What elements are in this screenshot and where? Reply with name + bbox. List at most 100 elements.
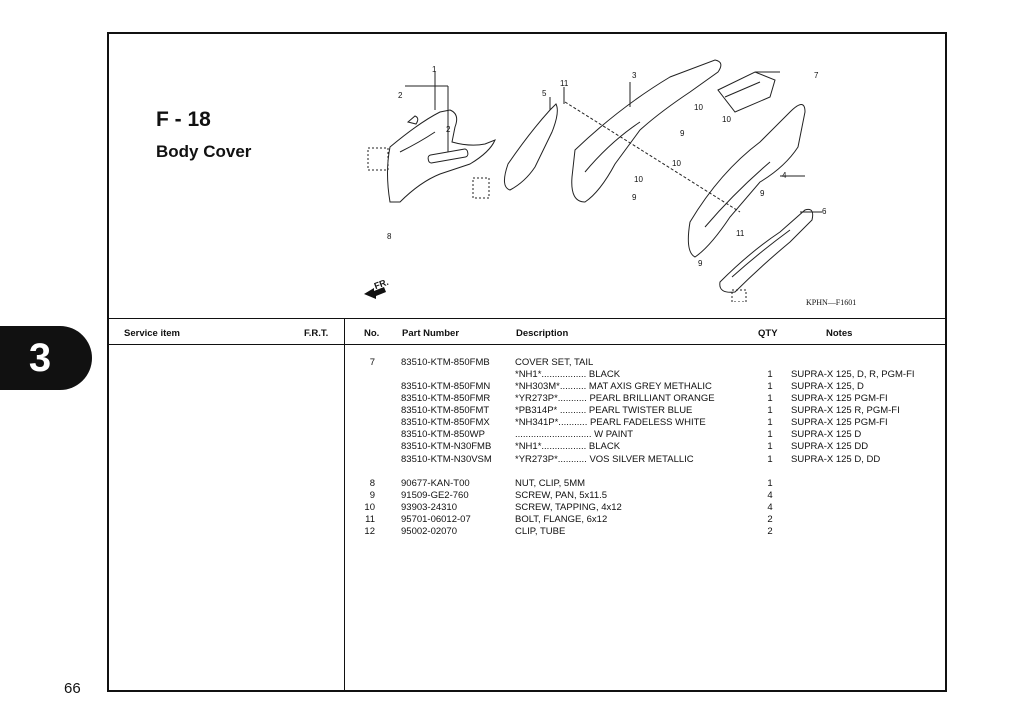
part-description: NUT, CLIP, 5MM (515, 478, 586, 489)
part-description: BOLT, FLANGE, 6x12 (515, 514, 608, 525)
front-arrow-icon (364, 287, 386, 299)
col-frt: F.R.T. (304, 328, 329, 339)
part-qty: 1 (767, 393, 773, 404)
part-qty: 4 (767, 502, 773, 513)
part-qty: 1 (767, 405, 773, 416)
callout-9b: 9 (632, 193, 637, 202)
part-description: *NH1*................. BLACK (515, 369, 621, 380)
part-qty: 1 (767, 441, 773, 452)
part-notes: SUPRA-X 125, D, R, PGM-FI (791, 369, 915, 380)
table-row: 9 91509-GE2-760 SCREW, PAN, 5x11.5 4 (345, 490, 945, 502)
part-description: SCREW, PAN, 5x11.5 (515, 490, 608, 501)
part-description: *YR273P*........... VOS SILVER METALLIC (515, 454, 694, 465)
row-number: 10 (364, 502, 375, 513)
part-number: 95701-06012-07 (401, 514, 471, 525)
table-row: 83510-KTM-850FMT *PB314P* .......... PEAR… (345, 405, 945, 417)
callout-10d: 10 (672, 159, 681, 168)
part-number: 83510-KTM-850FMB (401, 357, 490, 368)
table-row: 8 90677-KAN-T00 NUT, CLIP, 5MM 1 (345, 478, 945, 490)
table-row: 83510-KTM-N30FMB *NH1*................. B… (345, 441, 945, 453)
callout-8: 8 (387, 232, 392, 241)
part-qty: 1 (767, 381, 773, 392)
exploded-parts-diagram: 1 2 2 3 4 5 6 7 8 9 9 9 9 10 10 10 10 11… (364, 59, 827, 302)
row-number: 11 (365, 514, 375, 525)
part-notes: SUPRA-X 125 R, PGM-FI (791, 405, 900, 416)
part-number: 91509-GE2-760 (401, 490, 469, 501)
part-description: *YR273P*........... PEARL BRILLIANT ORAN… (515, 393, 715, 404)
callout-9c: 9 (760, 189, 765, 198)
part-number: 83510-KTM-N30VSM (401, 454, 492, 465)
callout-10c: 10 (634, 175, 643, 184)
part-description: *NH303M*.......... MAT AXIS GREY METHALI… (515, 381, 712, 392)
part-description: ............................. W PAINT (515, 429, 634, 440)
part-description: *NH1*................. BLACK (515, 441, 621, 452)
part-qty: 1 (767, 369, 773, 380)
section-code: F - 18 (156, 108, 211, 131)
callout-11b: 11 (736, 229, 745, 238)
part-number: 83510-KTM-850FMN (401, 381, 491, 392)
part-number: 93903-24310 (401, 502, 457, 513)
part-description: *PB314P* .......... PEARL TWISTER BLUE (515, 405, 693, 416)
table-row: 83510-KTM-850FMN *NH303M*.......... MAT A… (345, 381, 945, 393)
part-description: CLIP, TUBE (515, 526, 566, 537)
table-row: *NH1*................. BLACK 1 SUPRA-X 125… (345, 369, 945, 381)
table-row: 83510-KTM-N30VSM *YR273P*........... VOS … (345, 454, 945, 466)
callout-6: 6 (822, 207, 827, 216)
part-qty: 1 (767, 429, 773, 440)
page-frame (107, 32, 947, 692)
callout-11a: 11 (560, 79, 569, 88)
table-row: 10 93903-24310 SCREW, TAPPING, 4x12 4 (345, 502, 945, 514)
part-qty: 1 (767, 417, 773, 428)
table-row: 83510-KTM-850FMR *YR273P*........... PEAR… (345, 393, 945, 405)
col-notes: Notes (826, 328, 853, 339)
col-qty: QTY (758, 328, 778, 339)
header-top-rule (107, 318, 947, 319)
callout-2b: 2 (446, 125, 451, 134)
part-number: 83510-KTM-N30FMB (401, 441, 492, 452)
part-notes: SUPRA-X 125 D, DD (791, 454, 881, 465)
part-description: *NH341P*........... PEARL FADELESS WHITE (515, 417, 706, 428)
col-no: No. (364, 328, 380, 339)
callout-1: 1 (432, 65, 437, 74)
part-qty: 1 (767, 454, 773, 465)
part-notes: SUPRA-X 125, D (791, 381, 864, 392)
row-number: 8 (369, 478, 375, 489)
part-number: 83510-KTM-850FMX (401, 417, 490, 428)
callout-10a: 10 (694, 103, 703, 112)
col-service-item: Service item (124, 328, 180, 339)
part-description: COVER SET, TAIL (515, 357, 594, 368)
part-qty: 1 (767, 478, 773, 489)
diagram-code: KPHN—F1601 (806, 298, 857, 307)
callout-3: 3 (632, 71, 637, 80)
table-row: 11 95701-06012-07 BOLT, FLANGE, 6x12 2 (345, 514, 945, 526)
section-title: Body Cover (156, 142, 252, 161)
part-notes: SUPRA-X 125 D (791, 429, 862, 440)
row-number: 12 (364, 526, 375, 537)
col-description: Description (516, 328, 569, 339)
callout-9a: 9 (680, 129, 685, 138)
part-number: 83510-KTM-850FMR (401, 393, 491, 404)
part-description: SCREW, TAPPING, 4x12 (515, 502, 622, 513)
callout-10b: 10 (722, 115, 731, 124)
callout-4: 4 (782, 171, 787, 180)
part-number: 90677-KAN-T00 (401, 478, 470, 489)
col-part-number: Part Number (402, 328, 460, 339)
part-notes: SUPRA-X 125 PGM-FI (791, 393, 888, 404)
row-number: 7 (369, 357, 375, 368)
part-number: 83510-KTM-850FMT (401, 405, 490, 416)
callout-9d: 9 (698, 259, 703, 268)
callout-2a: 2 (398, 91, 403, 100)
part-qty: 2 (767, 514, 773, 525)
part-notes: SUPRA-X 125 DD (791, 441, 869, 452)
part-number: 95002-02070 (401, 526, 457, 537)
row-number: 9 (369, 490, 375, 501)
column-divider (344, 318, 345, 692)
table-row: 83510-KTM-850WP.........................… (345, 429, 945, 441)
table-row: 7 83510-KTM-850FMB COVER SET, TAIL (345, 357, 945, 369)
callout-7: 7 (814, 71, 819, 80)
callout-5: 5 (542, 89, 547, 98)
part-number: 83510-KTM-850WP (401, 429, 485, 440)
part-qty: 4 (767, 490, 773, 501)
part-notes: SUPRA-X 125 PGM-FI (791, 417, 888, 428)
